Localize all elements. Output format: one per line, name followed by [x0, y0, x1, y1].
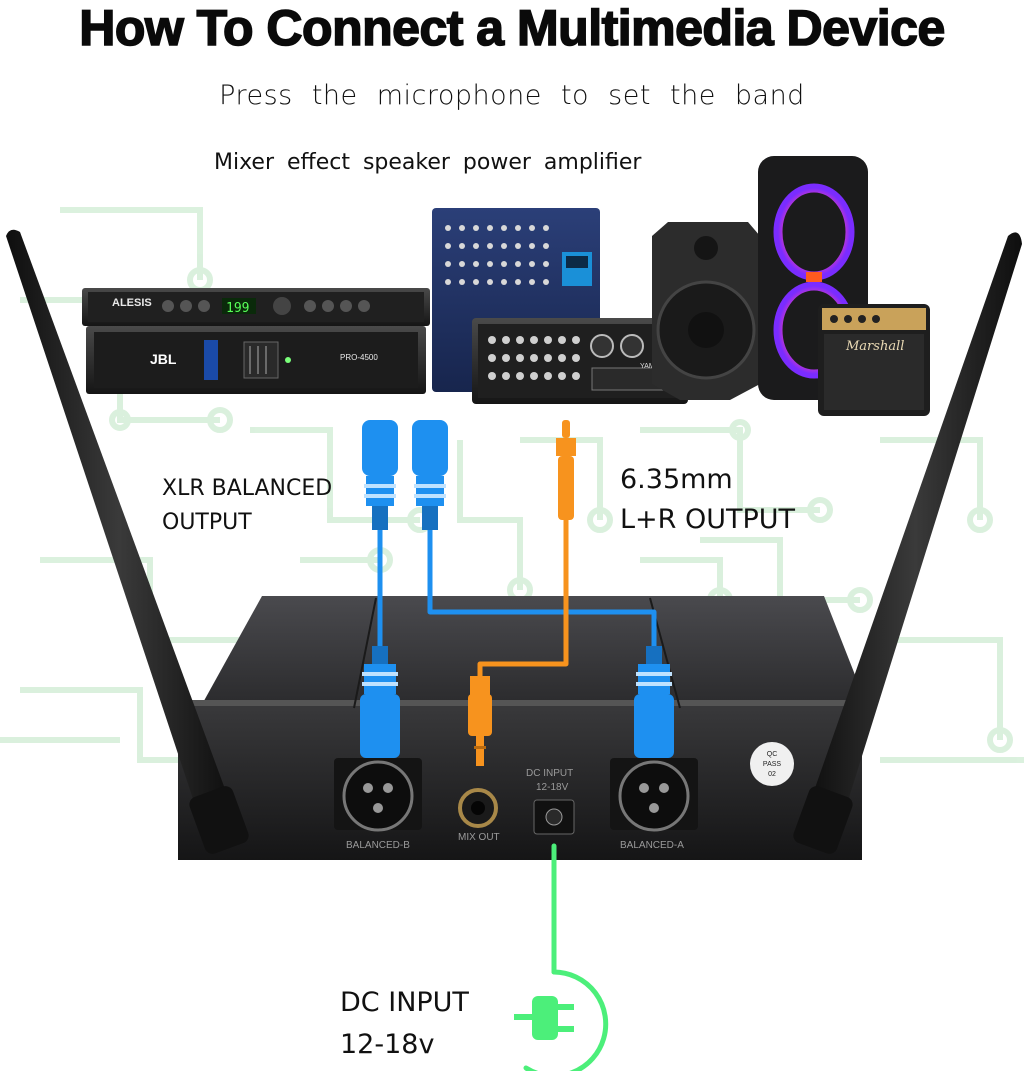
effects-display-readout: 199 — [226, 301, 249, 316]
guitar-amp-brand-label: Marshall — [845, 339, 904, 354]
pa-speaker — [652, 222, 760, 400]
jack-plug-receiver — [468, 676, 492, 766]
amplifier-brand-label: JBL — [150, 351, 177, 367]
xlr-connector-receiver-a — [634, 646, 674, 758]
circuit-background — [0, 207, 1024, 773]
xlr-output-label-line-1: XLR BALANCED — [162, 476, 333, 501]
receiver-unit — [178, 596, 868, 860]
jack-output-label-line-1: 6.35mm — [620, 464, 733, 495]
balanced-a-port: BALANCED-A — [610, 758, 698, 851]
jack-output-label-line-2: L+R OUTPUT — [620, 504, 796, 535]
devices-label: Mixer effect speaker power amplifier — [214, 150, 642, 175]
antenna-right — [793, 232, 1022, 854]
mixer-amplifier: YAMAHA — [472, 318, 688, 404]
effects-processor: ALESIS 199 — [82, 288, 430, 326]
dc-input-port-label: DC INPUT — [526, 768, 573, 779]
dc-input-port: DC INPUT 12-18V — [526, 768, 575, 835]
qc-pass-sticker: QC PASS 02 — [750, 742, 794, 786]
dc-cable — [523, 843, 609, 1071]
antenna-left — [6, 229, 249, 854]
qc-line-2: PASS — [763, 761, 781, 768]
balanced-b-label: BALANCED-B — [346, 840, 410, 851]
xlr-connector-top-right — [412, 420, 448, 530]
xlr-connector-receiver-b — [360, 646, 400, 758]
mix-out-label: MIX OUT — [458, 832, 500, 843]
page-title: How To Connect a Multimedia Device — [78, 0, 946, 57]
jack-plug-top — [556, 420, 576, 520]
dc-input-label-line-2: 12-18v — [340, 1029, 435, 1060]
mix-out-port: MIX OUT — [458, 788, 500, 843]
jack-cable — [477, 520, 569, 676]
effects-brand-label: ALESIS — [112, 297, 152, 309]
power-amplifier: JBL PRO-4500 — [86, 326, 426, 394]
qc-line-3: 02 — [768, 771, 776, 778]
qc-line-1: QC — [767, 751, 778, 758]
jack-output-label: 6.35mm L+R OUTPUT — [620, 460, 795, 540]
power-plug-icon — [514, 996, 574, 1040]
balanced-b-port: BALANCED-B — [334, 758, 422, 851]
dc-input-label: DC INPUT 12-18v — [340, 982, 469, 1066]
dc-input-label-line-1: DC INPUT — [340, 987, 469, 1018]
dc-voltage-port-label: 12-18V — [536, 782, 569, 793]
xlr-cables — [377, 525, 657, 651]
guitar-amplifier: Marshall — [818, 304, 930, 416]
page-subtitle: Press the microphone to set the band — [219, 80, 805, 111]
xlr-output-label-line-2: OUTPUT — [162, 510, 252, 535]
amplifier-model-label: PRO-4500 — [340, 353, 378, 362]
xlr-connector-top-left — [362, 420, 398, 530]
balanced-a-label: BALANCED-A — [620, 840, 684, 851]
xlr-output-label: XLR BALANCED OUTPUT — [162, 472, 332, 540]
